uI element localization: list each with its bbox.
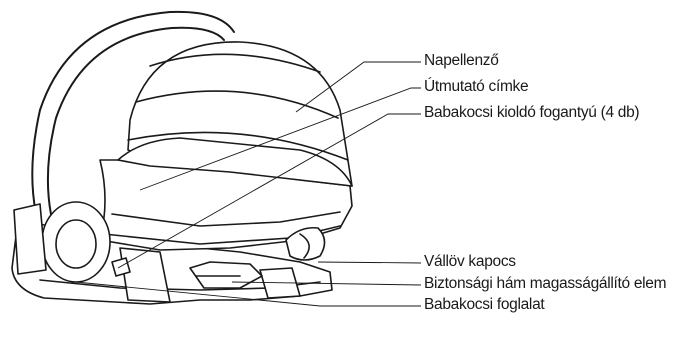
handle-pivot-inner xyxy=(56,220,96,268)
label-instruction-sticker: Útmutató címke xyxy=(424,78,528,96)
label-stroller-mount: Babakocsi foglalat xyxy=(424,296,544,314)
label-shoulder-belt-buckle: Vállöv kapocs xyxy=(424,253,516,271)
release-button xyxy=(112,258,130,276)
label-harness-height-adjuster: Biztonsági hám magasságállító elem xyxy=(424,275,666,293)
label-stroller-release-handle: Babakocsi kioldó fogantyú (4 db) xyxy=(424,104,639,122)
leader-vallov xyxy=(318,262,421,263)
handle-pivot-bracket xyxy=(14,204,46,274)
label-canopy: Napellenző xyxy=(424,52,499,70)
